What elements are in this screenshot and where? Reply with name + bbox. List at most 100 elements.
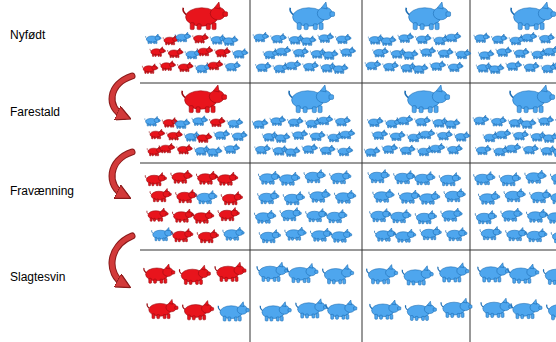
- pig-figure: [547, 301, 556, 320]
- pig-figure: [183, 2, 228, 30]
- pig-figure: [496, 47, 511, 57]
- pig-figure: [260, 302, 291, 321]
- pig-figure: [420, 47, 435, 57]
- pig-figure: [292, 130, 307, 140]
- pig-figure: [475, 211, 496, 224]
- pig-figure: [179, 265, 210, 284]
- pig-figure: [183, 301, 214, 320]
- pig-figure: [302, 144, 317, 154]
- pig-figure: [254, 210, 275, 223]
- pig-figure: [216, 172, 237, 185]
- pig-figure: [505, 143, 520, 153]
- pig-figure: [318, 33, 333, 43]
- pig-figure: [258, 191, 279, 204]
- pig-figure: [523, 144, 538, 154]
- pig-figure: [284, 147, 299, 157]
- pig-figure: [448, 62, 463, 72]
- pig-figure: [541, 63, 556, 73]
- pig-figure: [152, 228, 173, 241]
- pig-figure: [196, 191, 217, 204]
- pig-figure: [542, 133, 556, 143]
- pig-figure: [304, 170, 325, 183]
- pig-figure: [150, 189, 171, 202]
- pig-figure: [521, 32, 536, 42]
- pig-figure: [405, 301, 436, 320]
- pig-figure: [214, 130, 229, 140]
- pig-figure: [491, 116, 506, 126]
- pig-figure: [438, 263, 469, 282]
- pig-figure: [550, 171, 556, 184]
- pig-figure: [206, 147, 221, 157]
- pig-figure: [368, 35, 383, 45]
- pig-figure: [207, 60, 222, 70]
- pig-figure: [196, 171, 217, 184]
- pig-figure: [210, 35, 225, 45]
- pig-figure: [309, 189, 330, 202]
- pig-figure: [524, 62, 539, 72]
- pig-figure: [145, 173, 166, 186]
- pig-figure: [149, 129, 164, 139]
- pig-figure: [215, 47, 230, 57]
- pig-figure: [441, 208, 462, 221]
- pig-figure: [274, 133, 289, 143]
- pig-figure: [550, 191, 556, 204]
- pig-figure: [192, 116, 207, 126]
- pig-figure: [288, 117, 303, 127]
- pig-figure: [511, 2, 556, 30]
- pig-figure: [514, 48, 529, 58]
- pig-figure: [480, 227, 501, 240]
- pig-figure: [174, 119, 189, 129]
- stage-label: Fravænning: [10, 184, 74, 198]
- pig-figure: [222, 36, 237, 46]
- pig-figure: [320, 145, 335, 155]
- pig-figure: [476, 145, 491, 155]
- pig-figure: [400, 145, 415, 155]
- pig-figure: [197, 46, 212, 56]
- stage-label: Slagtesvin: [10, 270, 65, 284]
- pig-figure: [320, 63, 335, 73]
- pig-figure: [177, 144, 192, 154]
- pig-figure: [296, 299, 327, 318]
- pig-figure: [374, 228, 395, 241]
- pig-figure: [322, 50, 337, 60]
- pig-figure: [310, 228, 331, 241]
- pig-figure: [444, 189, 465, 202]
- pig-figure: [178, 62, 193, 72]
- pig-figure: [402, 266, 433, 285]
- pig-figure: [364, 147, 379, 157]
- pig-figure: [495, 129, 510, 139]
- pig-figure: [330, 229, 351, 242]
- pig-figure: [147, 208, 168, 221]
- pig-figure: [415, 116, 430, 126]
- pig-figure: [335, 116, 350, 126]
- pig-figure: [255, 144, 270, 154]
- pig-figure: [430, 61, 445, 71]
- pig-figure: [504, 189, 525, 202]
- pig-figure: [478, 50, 493, 60]
- pig-figure: [429, 143, 444, 153]
- pig-figure: [310, 49, 325, 59]
- pig-figure: [499, 173, 520, 186]
- pig-figure: [402, 50, 417, 60]
- pig-figure: [272, 146, 287, 156]
- pig-figure: [390, 131, 405, 141]
- pig-figure: [221, 192, 242, 205]
- pig-figure: [303, 61, 318, 71]
- pig-figure: [400, 63, 415, 73]
- pig-figure: [326, 300, 357, 319]
- pig-figure: [446, 228, 467, 241]
- pig-figure: [478, 263, 509, 282]
- pig-figure: [365, 60, 380, 70]
- pig-figure: [253, 32, 268, 42]
- pig-figure: [175, 32, 190, 42]
- pig-figure: [540, 146, 555, 156]
- pig-figure: [447, 144, 462, 154]
- pig-figure: [370, 209, 391, 222]
- pig-figure: [323, 265, 354, 284]
- pig-figure: [215, 262, 246, 281]
- pig-figure: [481, 298, 512, 317]
- pig-figure: [146, 34, 161, 44]
- pig-figure: [526, 209, 547, 222]
- pig-figure: [334, 190, 355, 203]
